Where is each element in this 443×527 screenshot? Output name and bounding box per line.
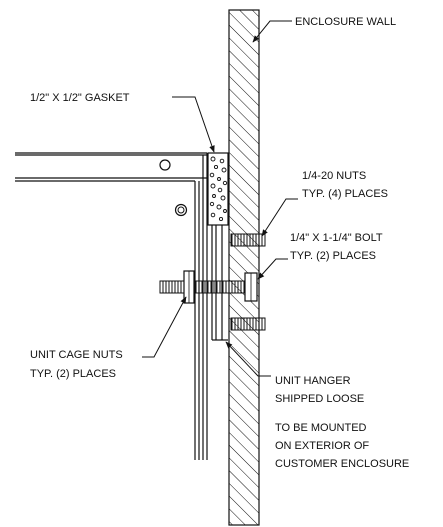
gasket-leader — [172, 96, 215, 153]
gasket — [207, 152, 229, 226]
mount-note-line1: TO BE MOUNTED — [275, 422, 367, 434]
bolt-label-line1: 1/4" X 1-1/4" BOLT — [290, 232, 383, 244]
upper-wall-nut — [230, 233, 266, 247]
enclosure-wall — [228, 9, 260, 526]
nuts-label-line2: TYP. (4) PLACES — [302, 188, 388, 200]
cage-nuts-label-line2: TYP. (2) PLACES — [30, 368, 116, 380]
cage-hole-icon — [159, 159, 171, 171]
unit-cage — [15, 152, 208, 460]
cage-nut-hole-icon — [174, 203, 188, 217]
leader-lines — [142, 20, 298, 377]
enclosure-wall-label: ENCLOSURE WALL — [295, 16, 396, 28]
bolt-label-line2: TYP. (2) PLACES — [290, 250, 376, 262]
gasket-label: 1/2" X 1/2" GASKET — [30, 92, 130, 104]
enclosure-wall-leader — [252, 20, 292, 43]
nuts-leader — [261, 198, 298, 237]
nuts-label-line1: 1/4-20 NUTS — [302, 170, 366, 182]
hanger-label-line2: SHIPPED LOOSE — [275, 393, 364, 405]
cage-nuts-leader — [142, 296, 187, 358]
mount-note-line2: ON EXTERIOR OF — [275, 440, 369, 452]
cage-nuts-label-line1: UNIT CAGE NUTS — [30, 349, 123, 361]
hanger-label-line1: UNIT HANGER — [275, 375, 351, 387]
mount-note-line3: CUSTOMER ENCLOSURE — [275, 458, 409, 470]
lower-wall-nut — [230, 317, 266, 331]
bolt-leader — [257, 258, 288, 280]
hanger-leader — [225, 341, 271, 377]
bolt — [159, 270, 258, 304]
